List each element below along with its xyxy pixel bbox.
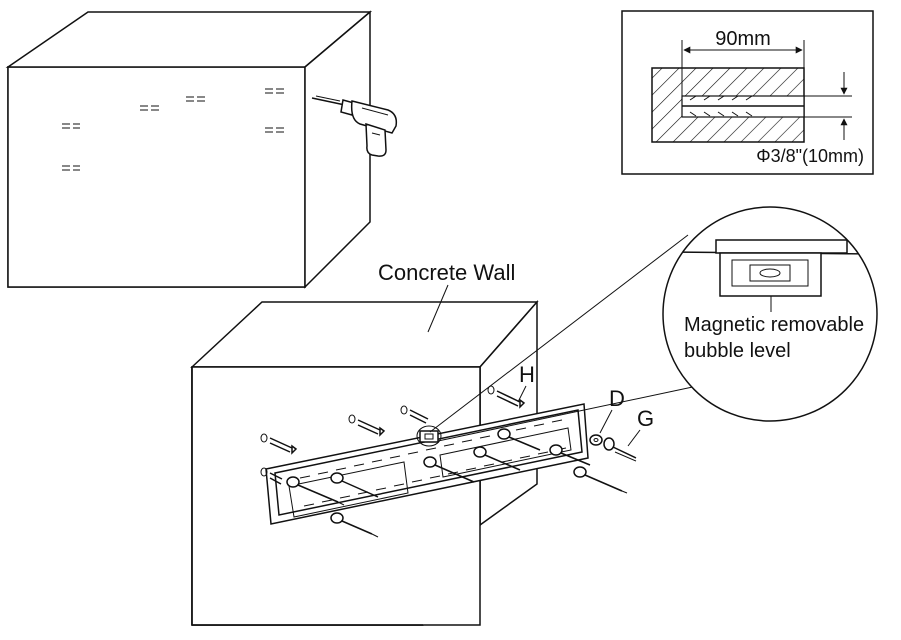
bubble-level-icon [416, 425, 442, 447]
anchor-icon [348, 414, 386, 437]
lag-bolt-icon [497, 428, 541, 451]
anchor-icon [265, 88, 284, 94]
anchor-icon [260, 433, 298, 455]
anchor-icon [186, 96, 205, 102]
drilling-wall-illustration [5, 10, 398, 289]
anchor-icon [260, 467, 283, 485]
bubble-level-callout: Magnetic removable bubble level [429, 206, 878, 442]
bubble-level-label-line2: bubble level [684, 340, 791, 362]
concrete-wall-label: Concrete Wall [378, 260, 515, 285]
hole-cross-section-detail: 90mm Φ3/8"(10mm) [621, 10, 874, 175]
depth-dimension-label: 90mm [715, 28, 771, 50]
lag-bolt-icon [573, 466, 628, 494]
lag-bolt-icon [423, 456, 475, 483]
lag-bolt-icon [603, 437, 637, 462]
lag-bolt-icon [330, 512, 379, 538]
anchor-icon [62, 123, 80, 129]
drilled-holes [62, 88, 284, 171]
part-d-label: D [609, 386, 625, 411]
lag-bolt-icon [473, 446, 521, 471]
anchors-and-bolts [260, 385, 637, 538]
lag-bolt-icon [286, 476, 345, 506]
washer-icon [589, 434, 603, 446]
lag-bolt-icon [549, 444, 591, 466]
anchor-icon [62, 165, 80, 171]
anchor-icon [400, 405, 429, 424]
part-g-label: G [637, 406, 654, 431]
anchor-icon [487, 385, 526, 409]
hole-diameter-label: Φ3/8"(10mm) [756, 146, 864, 166]
bubble-level-label-line1: Magnetic removable [684, 314, 864, 336]
drill-icon [311, 95, 398, 157]
part-h-label: H [519, 362, 535, 387]
anchor-icon [140, 105, 159, 111]
anchor-icon [265, 127, 284, 133]
lag-bolt-icon [330, 472, 379, 498]
concrete-wall-illustration: Concrete Wall [190, 260, 654, 626]
